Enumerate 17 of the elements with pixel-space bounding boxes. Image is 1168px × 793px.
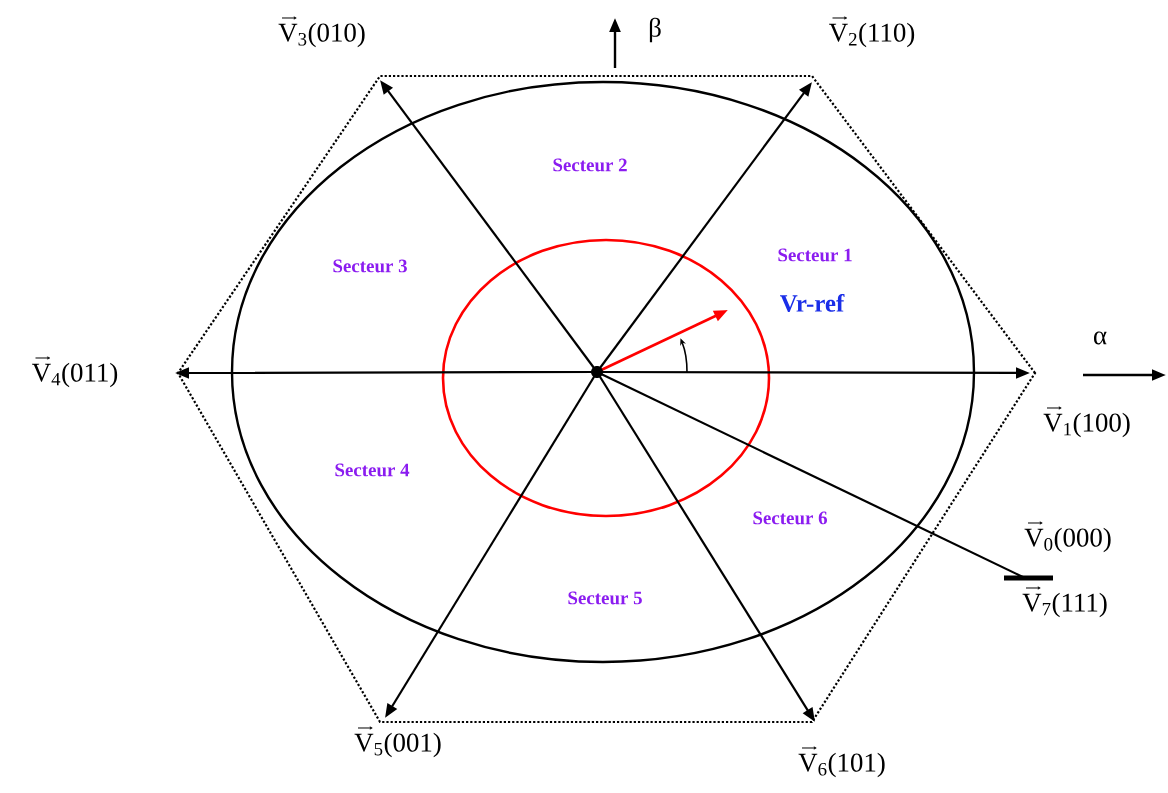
vector-label: V$_{0}$(000) [1024, 521, 1111, 553]
vector-label: V$_{1}$(100) [1043, 406, 1130, 438]
vector-label: V$_{6}$(101) [798, 746, 885, 778]
axis-label: β [649, 17, 661, 43]
sector-label: Secteur 2 [553, 158, 627, 172]
vector-label: V$_{2}$(110) [829, 16, 915, 48]
sector-label: Secteur 5 [568, 591, 642, 605]
sector-label: Secteur 4 [335, 463, 410, 477]
vector-label: Vr-ref [780, 294, 845, 312]
vector-label: V$_{5}$(001) [354, 726, 441, 758]
sector-label: Secteur 6 [753, 511, 828, 525]
sector-label: Secteur 1 [778, 248, 852, 262]
vector-label: V$_{4}$(011) [32, 356, 118, 388]
vector-label: V$_{3}$(010) [278, 16, 365, 48]
vector-label: V$_{7}$(111) [1022, 586, 1107, 618]
sector-label: Secteur 3 [333, 259, 407, 273]
axis-label: α [1094, 331, 1107, 345]
